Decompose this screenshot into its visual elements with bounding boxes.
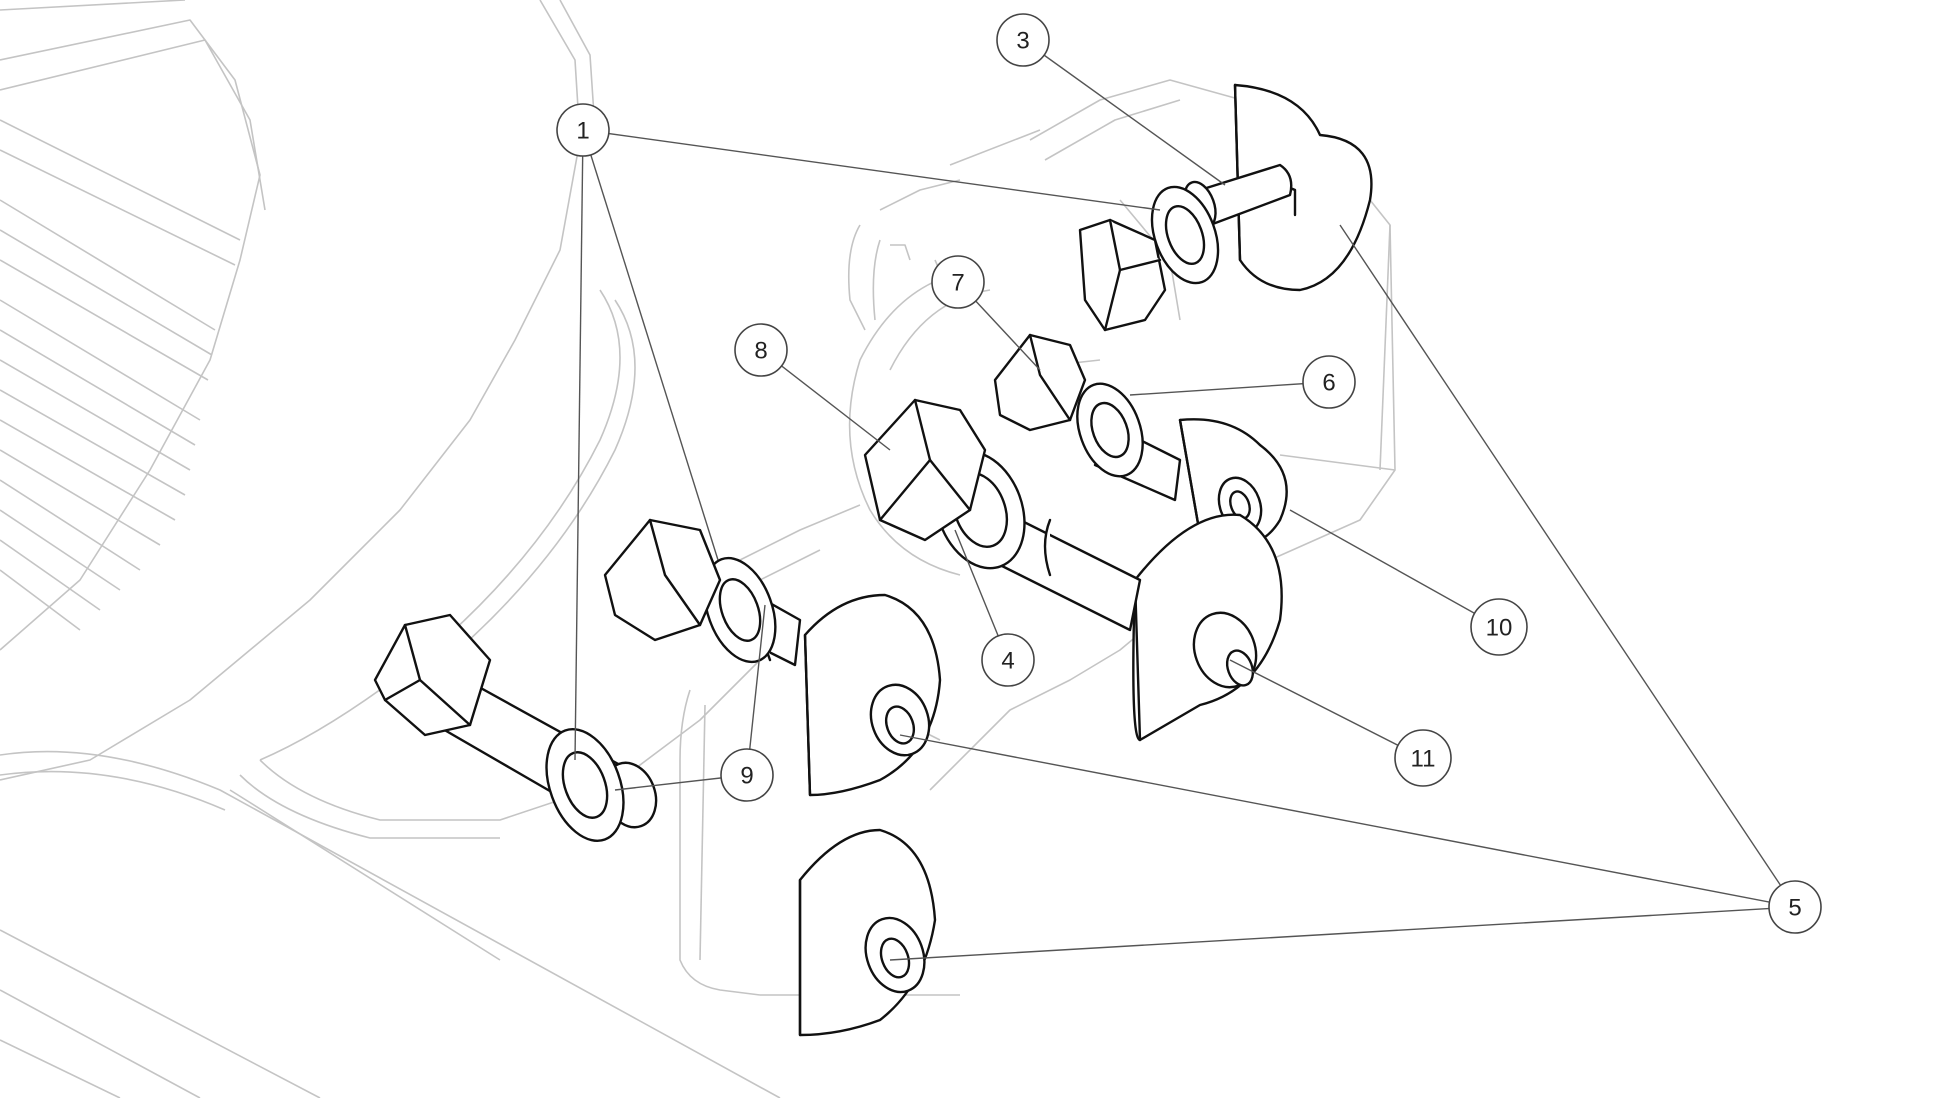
- callout-11: 11: [1394, 729, 1452, 787]
- clamp-lower: [798, 828, 937, 1037]
- callout-4: 4: [981, 633, 1035, 687]
- bolt-assembly-upper-middle: [993, 333, 1288, 547]
- callout-7-label: 7: [951, 270, 964, 297]
- callout-10-label: 10: [1486, 615, 1513, 642]
- callout-10: 10: [1470, 598, 1528, 656]
- leader-lines: [574, 39, 1796, 961]
- callout-1: 1: [556, 103, 610, 157]
- callout-7: 7: [931, 255, 985, 309]
- callout-4-label: 4: [1001, 648, 1014, 675]
- callout-5-label: 5: [1788, 895, 1801, 922]
- callout-8: 8: [734, 323, 788, 377]
- callout-5: 5: [1768, 880, 1822, 934]
- callout-1-label: 1: [576, 118, 589, 145]
- bolt-assembly-lower-left: [373, 613, 658, 843]
- callout-6-label: 6: [1322, 370, 1335, 397]
- callout-11-label: 11: [1411, 746, 1436, 773]
- bolt-assembly-left-middle: [603, 518, 942, 797]
- bolt-assembly-top: [1078, 83, 1373, 332]
- fastener-parts: [373, 83, 1373, 1037]
- bolt-assembly-center: [863, 398, 1283, 742]
- callout-6: 6: [1302, 355, 1356, 409]
- callout-3-label: 3: [1016, 28, 1029, 55]
- callout-bubbles: 1 3 4 5 6 7 8 9: [556, 13, 1822, 934]
- callout-9-label: 9: [740, 763, 753, 790]
- callout-9: 9: [720, 748, 774, 802]
- callout-8-label: 8: [754, 338, 767, 365]
- callout-3: 3: [996, 13, 1050, 67]
